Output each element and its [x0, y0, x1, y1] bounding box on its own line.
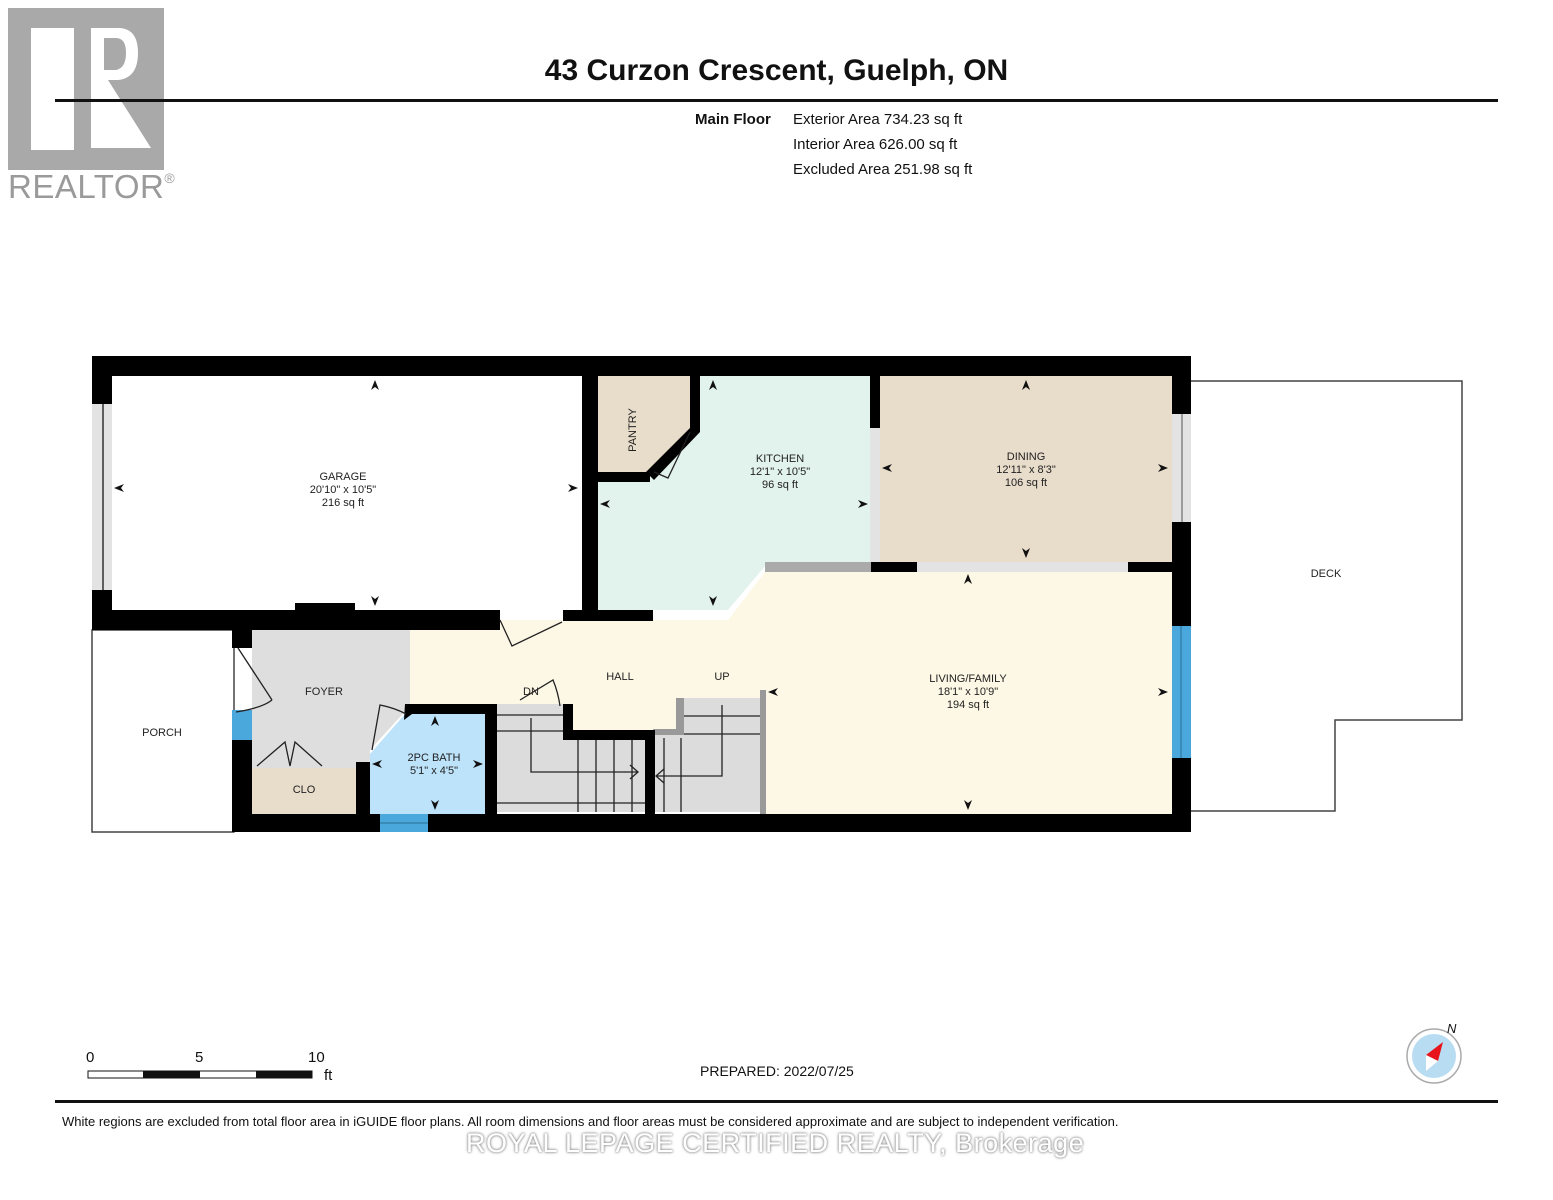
registered-mark: ® [164, 170, 176, 186]
realtor-wordmark: REALTOR® [8, 168, 175, 206]
scale-tick-0: 0 [86, 1049, 94, 1066]
compass-north-label: N [1447, 1021, 1457, 1036]
garage-area: 216 sq ft [322, 497, 364, 509]
bath-name: 2PC BATH [408, 752, 461, 764]
scale-tick-10: 10 [308, 1049, 325, 1066]
dining-living-opening [917, 562, 1128, 572]
living-name: LIVING/FAMILY [929, 673, 1007, 685]
deck-outline [1190, 380, 1463, 812]
garage-dims: 20'10" x 10'5" [310, 484, 377, 496]
footer-divider [55, 1100, 1498, 1103]
realtor-logo [8, 8, 164, 170]
kitchen-name: KITCHEN [756, 453, 804, 465]
pantry-fill [598, 376, 690, 472]
stair-treads [497, 705, 762, 812]
pantry-name: PANTRY [627, 408, 639, 452]
deck-name: DECK [1311, 568, 1342, 580]
garage-name: GARAGE [319, 471, 366, 483]
closet-name: CLO [293, 784, 316, 796]
kitchen-dining-opening [870, 428, 880, 562]
scale-unit: ft [324, 1067, 333, 1084]
dining-area: 106 sq ft [1005, 477, 1047, 489]
scale-bar: 0 5 10 ft [86, 1049, 333, 1084]
exterior-area: Exterior Area 734.23 sq ft [793, 111, 963, 128]
porch-outline [91, 629, 235, 833]
walls [92, 356, 1191, 832]
header-divider [55, 99, 1498, 102]
stairs-down-label: DN [523, 686, 539, 698]
scale-tick-5: 5 [195, 1049, 203, 1066]
porch-name: PORCH [142, 727, 182, 739]
excluded-area: Excluded Area 251.98 sq ft [793, 161, 973, 178]
living-area: 194 sq ft [947, 699, 989, 711]
foyer-name: FOYER [305, 686, 343, 698]
garage-fill [112, 376, 582, 610]
compass-icon: N [1406, 1021, 1462, 1084]
dining-dims: 12'11" x 8'3" [996, 464, 1056, 476]
disclaimer: White regions are excluded from total fl… [62, 1114, 1119, 1129]
hall-living-fill [410, 572, 1172, 814]
stair-rail [760, 690, 766, 814]
hall-name: HALL [606, 671, 634, 683]
stairs-up-label: UP [714, 671, 729, 683]
prepared-date: PREPARED: 2022/07/25 [700, 1063, 854, 1079]
foyer-window [232, 710, 252, 740]
page-title: 43 Curzon Crescent, Guelph, ON [544, 54, 1009, 87]
dining-fill [880, 376, 1172, 562]
foyer-fill [252, 620, 410, 768]
brokerage-watermark: ROYAL LEPAGE CERTIFIED REALTY, Brokerage [466, 1128, 1085, 1158]
dimension-arrows [114, 380, 1168, 810]
kitchen-counter [765, 562, 871, 572]
kitchen-area: 96 sq ft [762, 479, 798, 491]
garage-door [92, 404, 112, 590]
dining-name: DINING [1007, 451, 1046, 463]
bath-dims: 5'1" x 4'5" [410, 765, 458, 777]
realtor-text: REALTOR [8, 168, 165, 205]
bath-fill [370, 714, 485, 814]
stair-rail-2 [653, 698, 684, 735]
realtor-r-icon [31, 28, 151, 150]
closet-fill [252, 768, 356, 814]
interior-area: Interior Area 626.00 sq ft [793, 136, 958, 153]
floor-label: Main Floor [695, 111, 771, 128]
living-dims: 18'1" x 10'9" [938, 686, 998, 698]
kitchen-dims: 12'1" x 10'5" [750, 466, 810, 478]
door-swings [235, 431, 691, 767]
